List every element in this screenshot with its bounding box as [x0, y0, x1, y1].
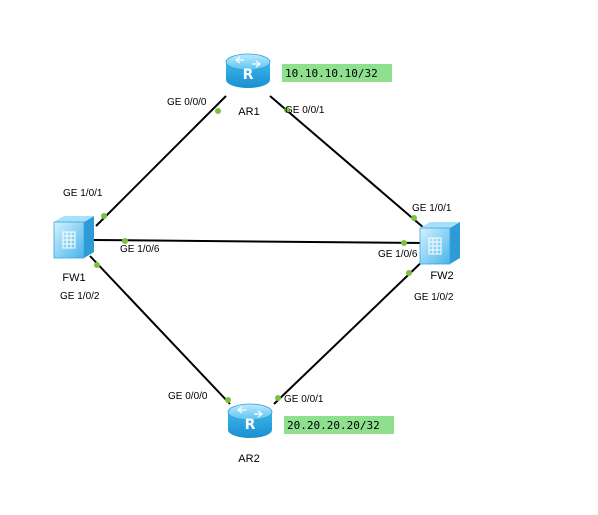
firewall-icon — [53, 216, 94, 259]
ip-text-ar2: 20.20.20.20/32 — [287, 419, 380, 432]
link-fw1-ar2 — [89, 255, 231, 405]
ip-label-ar2: 20.20.20.20/32 — [284, 416, 394, 434]
device-label-ar1: AR1 — [238, 106, 259, 118]
svg-text:R: R — [245, 417, 256, 433]
port-dot-ar2-ge000 — [225, 397, 231, 403]
ip-highlight-ar2 — [284, 416, 394, 434]
port-label-fw1-ge106: GE 1/0/6 — [120, 244, 160, 255]
router-icon: R — [225, 53, 271, 88]
ip-label-ar1: 10.10.10.10/32 — [282, 64, 392, 82]
link-ar1-fw2 — [269, 95, 425, 229]
port-dot-fw1-ge101 — [101, 213, 107, 219]
link-fw1-fw2 — [93, 239, 425, 244]
router-icon: R — [227, 403, 273, 438]
firewall-icon — [419, 222, 460, 265]
port-dots — [94, 107, 417, 403]
ip-highlight-ar1 — [282, 64, 392, 82]
links — [89, 95, 429, 405]
port-label-ar1-ge001: GE 0/0/1 — [285, 105, 325, 116]
port-dot-fw1-ge102 — [94, 262, 100, 268]
port-dot-fw2-ge102 — [406, 270, 412, 276]
port-dot-fw2-ge101 — [411, 215, 417, 221]
router-ar2[interactable]: R — [227, 403, 273, 438]
link-ar1-fw1 — [95, 95, 227, 227]
port-label-fw2-ge101: GE 1/0/1 — [412, 203, 452, 214]
port-label-fw2-ge102: GE 1/0/2 — [414, 292, 454, 303]
link-fw2-ar2 — [273, 255, 429, 405]
firewall-fw2[interactable] — [419, 222, 460, 265]
svg-text:R: R — [243, 67, 254, 83]
port-dot-ar1-ge001 — [284, 107, 290, 113]
port-dot-fw1-ge106 — [122, 238, 128, 244]
device-label-fw2: FW2 — [430, 270, 453, 282]
port-dot-ar1-ge000 — [215, 108, 221, 114]
port-label-ar2-ge001: GE 0/0/1 — [284, 394, 324, 405]
port-dot-fw2-ge106 — [401, 240, 407, 246]
device-label-fw1: FW1 — [62, 272, 85, 284]
port-label-fw1-ge101: GE 1/0/1 — [63, 188, 103, 199]
router-ar1[interactable]: R — [225, 53, 271, 88]
port-label-ar1-ge000: GE 0/0/0 — [167, 97, 207, 108]
port-label-ar2-ge000: GE 0/0/0 — [168, 391, 208, 402]
port-label-fw2-ge106: GE 1/0/6 — [378, 249, 418, 260]
device-label-ar2: AR2 — [238, 453, 259, 465]
firewall-fw1[interactable] — [53, 216, 94, 259]
port-label-fw1-ge102: GE 1/0/2 — [60, 291, 100, 302]
port-dot-ar2-ge001 — [275, 395, 281, 401]
ip-text-ar1: 10.10.10.10/32 — [285, 67, 378, 80]
